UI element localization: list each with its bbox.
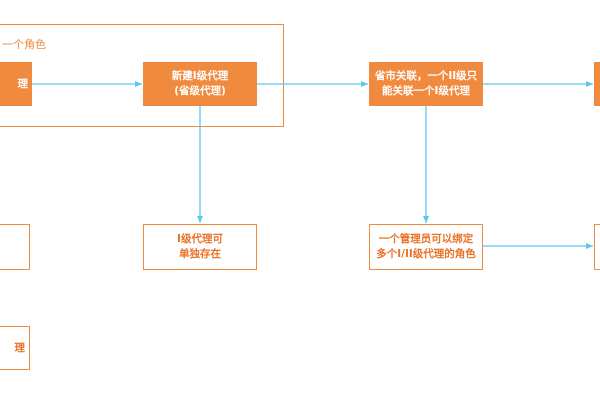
province-city-link-line2: 能关联一个I级代理 (382, 85, 470, 97)
right-partial-outline-box (594, 224, 600, 270)
admin-bind-line2: 多个I/II级代理的角色 (376, 248, 476, 260)
new-level1-agent-line2: (省级代理) (174, 85, 226, 97)
province-city-link-box: 省市关联，一个II级只 能关联一个I级代理 (369, 62, 483, 106)
left-partial-outline-box-2-line1: 理 (14, 341, 26, 354)
left-partial-outline-box-1 (0, 224, 30, 270)
level1-standalone-line1: I级代理可 (177, 233, 223, 245)
left-partial-box-line1: 理 (17, 77, 29, 90)
admin-bind-line1: 一个管理员可以绑定 (378, 233, 474, 245)
right-partial-filled-box (594, 62, 600, 106)
role-group-label: 一个角色 (2, 38, 46, 51)
province-city-link-line1: 省市关联，一个II级只 (374, 70, 478, 82)
left-partial-box: 理 (0, 62, 32, 106)
level1-standalone-box: I级代理可 单独存在 (143, 224, 257, 270)
new-level1-agent-box: 新建I级代理 (省级代理) (143, 62, 257, 106)
level1-standalone-line2: 单独存在 (178, 248, 221, 260)
role-group-frame (0, 24, 284, 127)
left-partial-outline-box-2: 理 (0, 326, 30, 370)
new-level1-agent-line1: 新建I级代理 (171, 70, 229, 82)
admin-bind-box: 一个管理员可以绑定 多个I/II级代理的角色 (369, 224, 483, 270)
